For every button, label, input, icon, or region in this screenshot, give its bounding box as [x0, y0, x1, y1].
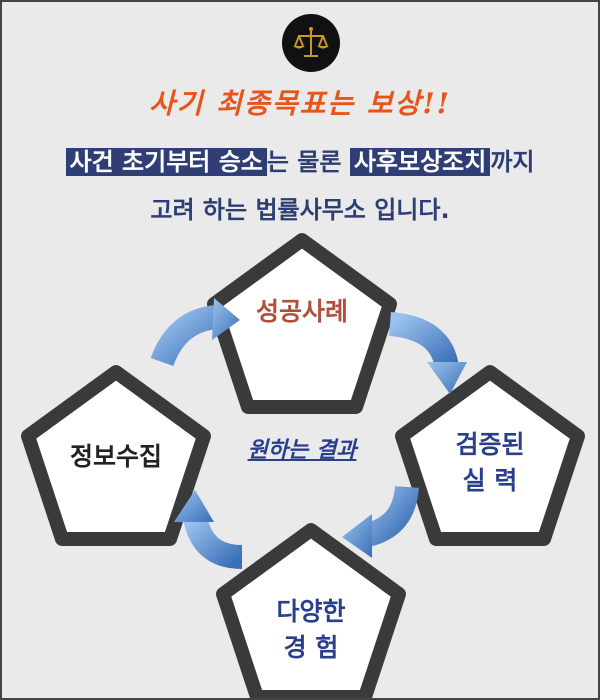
- pentagon-left: [21, 365, 211, 546]
- intro-line-2: 고려 하는 법률사무소 입니다.: [150, 196, 450, 224]
- arrow-right-to-bottom: [342, 485, 419, 558]
- node-label-proven-skill-line1: 검증된: [455, 430, 525, 459]
- node-label-proven-skill: 검증된 실 력: [415, 427, 565, 499]
- node-label-success-cases: 성공사례: [255, 297, 348, 326]
- node-label-diverse-experience-line1: 다양한: [276, 597, 346, 626]
- node-label-proven-skill-line2: 실 력: [462, 466, 518, 495]
- arrow-bottom-to-left: [174, 490, 243, 569]
- arrow-top-to-right: [388, 312, 467, 394]
- arrow-left-to-top: [150, 298, 240, 367]
- pentagon-top: [207, 233, 397, 414]
- intro-text-2: 까지: [490, 148, 535, 176]
- center-desired-result: 원하는 결과: [247, 438, 357, 463]
- intro-text-1: 는 물론: [266, 148, 350, 176]
- pentagon-bottom: [216, 523, 406, 698]
- pentagon-right: [395, 365, 585, 546]
- node-label-diverse-experience: 다양한 경 험: [236, 594, 386, 666]
- scales-of-justice-icon: [293, 27, 329, 57]
- node-label-diverse-experience-line2: 경 험: [283, 633, 339, 662]
- slogan: 사기 최종목표는 보상!!: [149, 87, 451, 120]
- logo: [282, 14, 340, 72]
- node-label-info-gathering: 정보수집: [69, 442, 162, 471]
- highlight-early-win: 사건 초기부터 승소: [65, 148, 267, 176]
- highlight-compensation: 사후보상조치: [349, 148, 491, 176]
